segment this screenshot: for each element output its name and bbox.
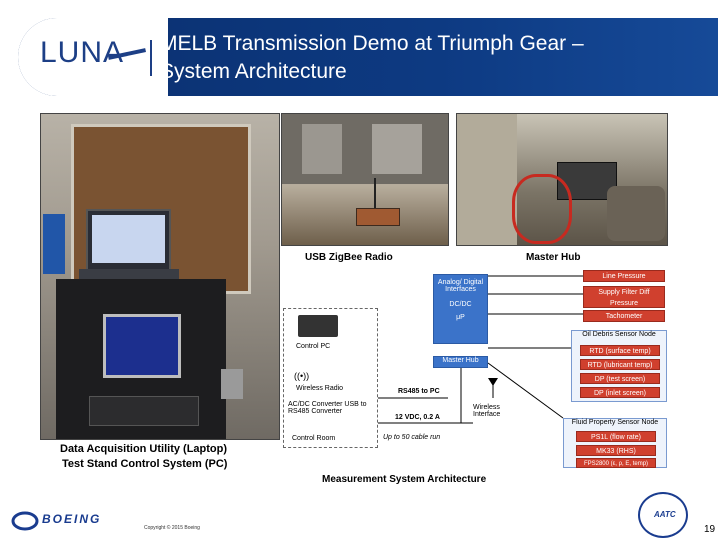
aatc-seal: AATC (638, 492, 688, 538)
window-pane (302, 124, 342, 174)
aatc-seal-text: AATC (654, 510, 676, 519)
radio-antenna (374, 178, 376, 208)
fluid-property-label: Fluid Property Sensor Node (571, 419, 659, 426)
radio-board (356, 208, 400, 226)
line-pressure-box: Line Pressure (583, 270, 665, 282)
gear-housing (607, 186, 665, 241)
slide-title: MELB Transmission Demo at Triumph Gear –… (160, 30, 680, 86)
usb-radio-caption: USB ZigBee Radio (305, 252, 393, 263)
wireless-radio-icon: ((•)) (294, 371, 310, 381)
mk33-box: MK33 (RHS) (576, 445, 656, 456)
diagram-connectors (378, 275, 583, 424)
tachometer-box: Tachometer (583, 310, 665, 322)
test-stand-photo (40, 113, 280, 440)
supply-filter-box: Supply Filter Diff Pressure (583, 286, 665, 308)
rs485-label: RS485 to PC (398, 388, 440, 395)
ps1l-box: PS1L (flow rate) (576, 431, 656, 442)
control-room-label: Control Room (292, 435, 336, 442)
architecture-diagram: Analog/ Digital Interfaces DC/DC μP Mast… (283, 268, 668, 468)
header-divider (150, 40, 152, 76)
measurement-caption: Measurement System Architecture (322, 474, 487, 485)
analog-label: Analog/ Digital Interfaces (437, 279, 484, 293)
converter-label: AC/DC Converter USB to RS485 Converter (288, 401, 367, 415)
slide-header: LUNA MELB Transmission Demo at Triumph G… (0, 0, 720, 100)
wall (457, 114, 517, 245)
laptop-caption: Data Acquisition Utility (Laptop) (60, 443, 228, 455)
boeing-wordmark: BOEING (42, 512, 102, 526)
fps2800-box: FPS2800 (ε, ρ, E, temp) (576, 458, 656, 468)
oil-debris-group: Oil Debris Sensor Node RTD (surface temp… (571, 330, 667, 402)
oil-debris-label: Oil Debris Sensor Node (582, 331, 656, 338)
copyright-notice: Copyright © 2015 Boeing (144, 525, 200, 531)
luna-logo: LUNA (40, 36, 125, 69)
window-pane (372, 124, 422, 174)
fluid-property-group: Fluid Property Sensor Node PS1L (flow ra… (563, 418, 667, 468)
zigbee-radio-photo (281, 113, 449, 246)
control-pc-label: Control PC (296, 343, 331, 350)
title-line-1: MELB Transmission Demo at Triumph Gear – (160, 32, 584, 55)
boeing-emblem-icon (11, 511, 39, 531)
pc-caption: Test Stand Control System (PC) (62, 458, 228, 470)
pc-unit (89, 396, 199, 426)
logo-plate (18, 18, 168, 96)
rtd-surface-box: RTD (surface temp) (580, 345, 660, 356)
control-room-group: Control PC ((•)) Wireless Radio AC/DC Co… (283, 308, 378, 448)
master-hub-box: Master Hub (433, 356, 488, 368)
dcdc-label: DC/DC (449, 301, 472, 308)
control-box (221, 369, 243, 399)
page-number: 19 (704, 524, 716, 535)
title-line-2: System Architecture (160, 60, 347, 83)
wireless-radio-label: Wireless Radio (296, 385, 344, 392)
master-hub-caption: Master Hub (526, 252, 581, 263)
pc-monitor (103, 314, 181, 378)
dp-test-box: DP (test screen) (580, 373, 660, 384)
dp-inlet-box: DP (inlet screen) (580, 387, 660, 398)
laptop-base (79, 269, 179, 279)
up-label: μP (456, 314, 465, 321)
laptop-icon (298, 315, 338, 337)
analog-digital-box: Analog/ Digital Interfaces DC/DC μP (433, 274, 488, 344)
power-label: 12 VDC, 0.2 A (395, 414, 440, 421)
blue-device (43, 214, 65, 274)
rtd-lubricant-box: RTD (lubricant temp) (580, 359, 660, 370)
wireless-interface-label: Wireless Interface (473, 404, 501, 418)
boeing-logo: BOEING (10, 508, 130, 534)
red-cables (512, 174, 572, 244)
master-hub-photo (456, 113, 668, 246)
laptop-screen (86, 209, 171, 271)
cable-label: Up to 50 cable run (383, 434, 441, 441)
